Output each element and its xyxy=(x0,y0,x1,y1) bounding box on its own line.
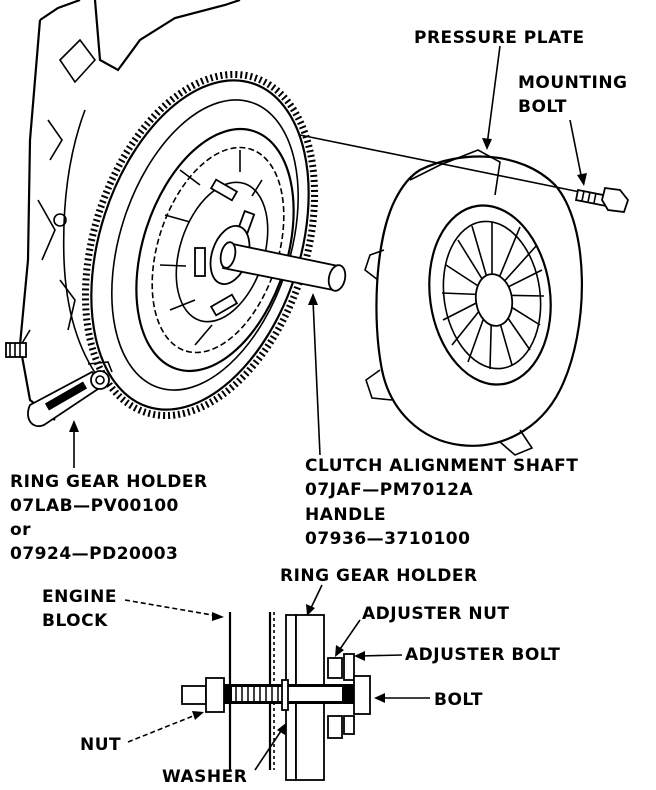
adjuster-nut xyxy=(327,657,343,679)
mounting-bolt-label-line2: BOLT xyxy=(518,97,567,117)
clutch-alignment-shaft-part-number: 07JAF—PM7012A xyxy=(305,480,473,500)
pressure-plate-label: PRESSURE PLATE xyxy=(414,28,585,48)
ring-gear-holder-tool xyxy=(27,361,113,428)
washer xyxy=(281,679,289,711)
mounting-bolt xyxy=(574,187,630,213)
pressure-plate xyxy=(364,149,583,456)
adjuster-bolt xyxy=(343,653,355,681)
ring-gear-holder-or: or xyxy=(10,520,31,540)
engine-block-label-line2: BLOCK xyxy=(42,611,108,631)
bolt-head xyxy=(353,675,371,715)
clutch-alignment-shaft-label: CLUTCH ALIGNMENT SHAFT xyxy=(305,456,578,476)
washer-label: WASHER xyxy=(162,767,247,787)
nut xyxy=(205,677,225,713)
leader-lines-bottom xyxy=(124,584,430,771)
detail-ring-gear-holder-label: RING GEAR HOLDER xyxy=(280,566,478,586)
stud-end xyxy=(181,685,207,705)
engine-block-housing xyxy=(17,0,241,421)
housing-stud xyxy=(5,342,27,358)
nut-label: NUT xyxy=(80,735,121,755)
alignment-line xyxy=(299,134,581,193)
detail-cross-section xyxy=(181,612,371,781)
ring-gear-holder-label: RING GEAR HOLDER xyxy=(10,472,208,492)
mounting-bolt-label-line1: MOUNTING xyxy=(518,73,628,93)
engine-block-label-line1: ENGINE xyxy=(42,587,117,607)
leader-lines-top xyxy=(69,45,587,468)
adjuster-nut-label: ADJUSTER NUT xyxy=(362,604,510,624)
flywheel-section xyxy=(285,614,297,691)
ring-gear-holder-part-number-2: 07924—PD20003 xyxy=(10,544,178,564)
handle-part-number: 07936—3710100 xyxy=(305,529,470,549)
bolt-label: BOLT xyxy=(434,690,483,710)
clutch-alignment-shaft xyxy=(219,241,347,292)
clutch-disc xyxy=(135,127,295,373)
adjuster-bolt-label: ADJUSTER BOLT xyxy=(405,645,560,665)
ring-gear-holder-part-number-1: 07LAB—PV00100 xyxy=(10,496,179,516)
handle-label: HANDLE xyxy=(305,505,386,525)
